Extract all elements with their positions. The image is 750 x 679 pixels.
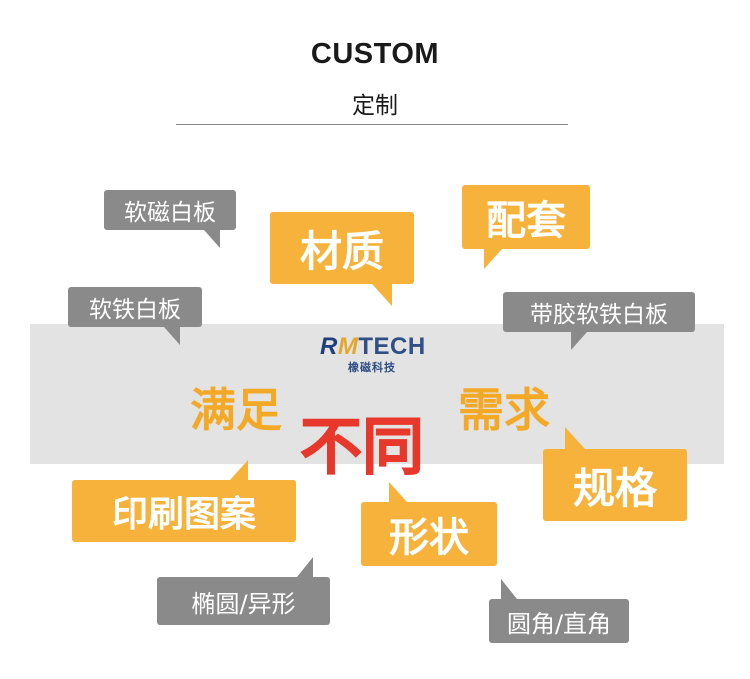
- bubble-accessories: 配套: [462, 185, 590, 269]
- title-divider: [176, 124, 568, 125]
- logo-cn-name: 橡磁科技: [348, 361, 396, 374]
- bubble-shape: 形状: [361, 482, 497, 566]
- bubble-adhesive-soft-iron-whiteboard: 带胶软铁白板: [503, 292, 695, 350]
- center-band: [30, 324, 724, 464]
- slogan-part-1: 满足: [190, 383, 282, 437]
- brand-logo: RMTECH 橡磁科技: [320, 333, 440, 375]
- bubble-soft-iron-whiteboard: 软铁白板: [68, 287, 202, 345]
- bubble-printed-pattern: 印刷图案: [72, 460, 296, 542]
- bubble-specification: 规格: [543, 427, 687, 521]
- bubble-ellipse-irregular: 椭圆/异形: [157, 557, 330, 625]
- page-subtitle: 定制: [352, 93, 398, 119]
- bubble-round-square-corner: 圆角/直角: [489, 579, 629, 643]
- logo-wordmark: RMTECH: [320, 333, 426, 360]
- bubble-material: 材质: [270, 212, 414, 306]
- bubble-soft-magnetic-whiteboard: 软磁白板: [104, 190, 236, 248]
- slogan-part-2: 不同: [299, 410, 425, 484]
- slogan-part-3: 需求: [458, 383, 550, 437]
- page-title: CUSTOM: [310, 38, 440, 70]
